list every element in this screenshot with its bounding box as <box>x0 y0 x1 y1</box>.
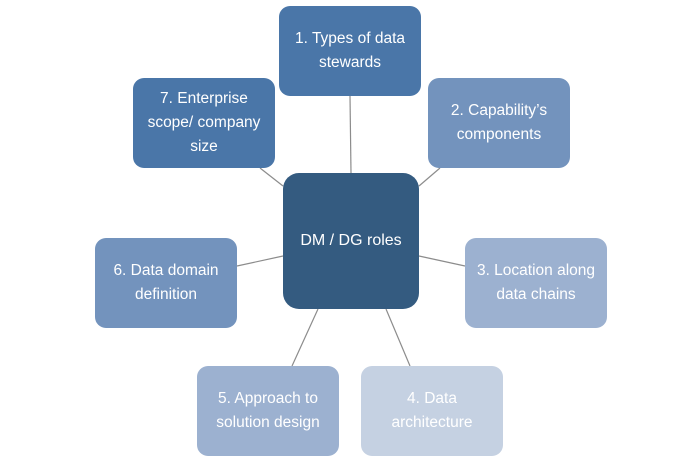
node-data-domain-definition: 6. Data domain definition <box>95 238 237 328</box>
connector-5 <box>291 308 319 367</box>
node-label: 6. Data domain definition <box>113 262 219 303</box>
node-approach-to-solution-design: 5. Approach to solution design <box>197 366 339 456</box>
node-types-of-data-stewards: 1. Types of data stewards <box>279 6 421 96</box>
node-label: 7. Enterprise scope/ company size <box>147 90 261 155</box>
node-capability-components: 2. Capability’s components <box>428 78 570 168</box>
node-label: 1. Types of data stewards <box>294 30 405 71</box>
center-node-label: DM / DG roles <box>300 232 402 249</box>
node-data-architecture: 4. Data architecture <box>361 366 503 456</box>
node-location-along-data-chains: 3. Location along data chains <box>465 238 607 328</box>
node-label: 3. Location along data chains <box>476 262 596 303</box>
node-enterprise-scope: 7. Enterprise scope/ company size <box>133 78 275 168</box>
node-label: 4. Data architecture <box>391 390 473 431</box>
node-label: 5. Approach to solution design <box>216 390 320 431</box>
connector-6 <box>236 255 284 267</box>
connector-2 <box>418 167 441 187</box>
connector-3 <box>418 255 466 267</box>
center-node: DM / DG roles <box>283 173 419 309</box>
connector-7 <box>259 167 284 187</box>
connector-4 <box>385 308 411 367</box>
node-label: 2. Capability’s components <box>450 102 548 143</box>
connector-1 <box>349 95 352 174</box>
